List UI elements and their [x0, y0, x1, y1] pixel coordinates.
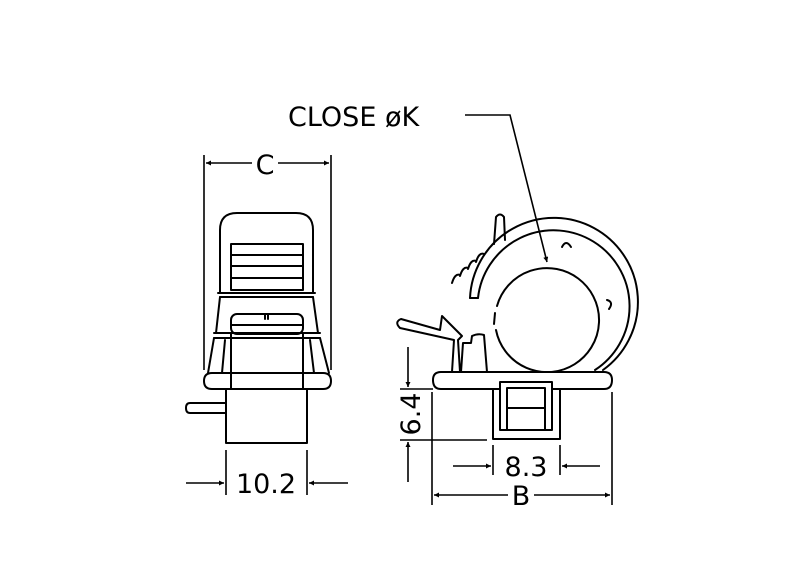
lower-body — [225, 388, 308, 444]
dimension-c-label: C — [256, 150, 275, 181]
top-tab — [493, 213, 506, 245]
release-arm — [396, 315, 463, 373]
slot-block — [492, 388, 561, 440]
dimension-b-label: B — [512, 481, 531, 512]
hood-outline — [219, 212, 314, 294]
dimension-8-3-label: 8.3 — [505, 452, 548, 483]
dimension-10-2-label: 10.2 — [236, 469, 296, 500]
side-tab — [185, 402, 227, 414]
cable-circle — [495, 267, 601, 374]
clamp-outer-arc — [469, 216, 639, 371]
ratchet-teeth — [451, 252, 485, 284]
catch — [460, 333, 488, 373]
right-wing — [309, 337, 330, 374]
dimension-6-4-label: 6.4 — [396, 393, 427, 436]
left-wing — [207, 337, 226, 374]
clamp-inner-arc — [477, 229, 631, 371]
close-diameter-callout: CLOSE øK — [288, 102, 420, 133]
base-bar — [432, 371, 613, 390]
leader-line — [465, 114, 549, 263]
front-view: C 10.2 — [185, 150, 348, 500]
side-view: CLOSE øK 6.4 8.3 — [288, 102, 639, 512]
base-lip — [203, 372, 332, 390]
